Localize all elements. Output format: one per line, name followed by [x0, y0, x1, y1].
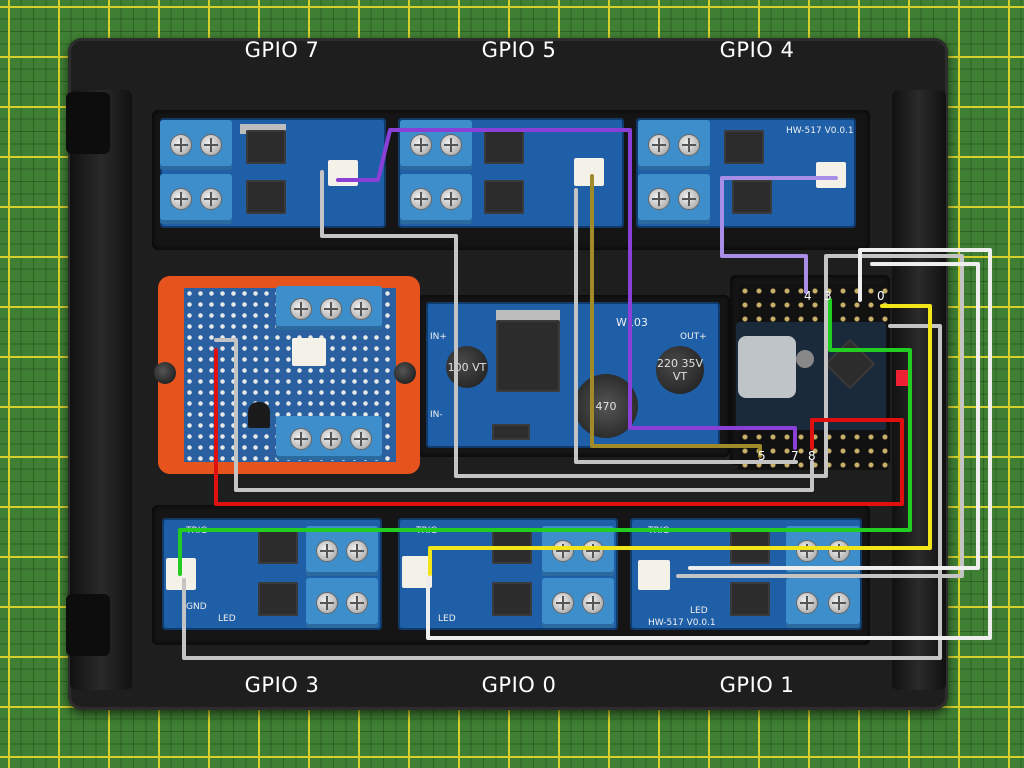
- mosfet-chip: [246, 180, 286, 214]
- mosfet-chip: [732, 180, 772, 214]
- left-rail: [70, 90, 132, 690]
- board-model-silk: HW-517 V0.0.1: [786, 126, 854, 136]
- capacitor-right: 220 35V VT: [656, 346, 704, 394]
- terminal-block: [160, 174, 232, 224]
- mosfet-chip: [724, 130, 764, 164]
- corner-clip-top-left: [66, 92, 110, 154]
- terminal-block: [276, 286, 382, 330]
- pin-header-bottom: [738, 430, 888, 470]
- mount-bolt: [394, 362, 416, 384]
- mosfet-board-top-1: [160, 118, 386, 228]
- button: [796, 350, 814, 368]
- mosfet-board-top-2: [398, 118, 624, 228]
- mosfet-board-bottom-3: TRIG LED HW-517 V0.0.1: [630, 518, 862, 630]
- mosfet-chip: [492, 582, 532, 616]
- gpio-label-bottom-3: GPIO 1: [719, 673, 795, 697]
- mosfet-board-top-3: HW-517 V0.0.1: [636, 118, 856, 228]
- gpio-label-top-3: GPIO 4: [719, 38, 795, 62]
- microcontroller-board: [736, 322, 908, 432]
- buck-converter-board: IN+ IN- OUT+ 100 VT W103 470 220 35V VT: [426, 302, 720, 448]
- trig-silk: TRIG: [416, 526, 438, 536]
- led-silk: LED: [690, 606, 708, 616]
- mosfet-chip: [258, 582, 298, 616]
- mosfet-chip: [484, 130, 524, 164]
- terminal-block: [306, 578, 378, 628]
- led-silk: LED: [218, 614, 236, 624]
- board-model-silk: HW-517 V0.0.1: [648, 618, 716, 628]
- jst-connector: [638, 560, 670, 590]
- buck-in-minus: IN-: [430, 410, 443, 420]
- jst-connector: [574, 158, 604, 186]
- mosfet-chip: [258, 530, 298, 564]
- mount-bolt: [154, 362, 176, 384]
- transistor: [248, 402, 270, 428]
- terminal-block: [638, 174, 710, 224]
- pin-header-top: [738, 284, 888, 324]
- mosfet-chip: [484, 180, 524, 214]
- buck-in-plus: IN+: [430, 332, 447, 342]
- mosfet-board-bottom-2: TRIG LED: [398, 518, 618, 630]
- gpio-label-bottom-2: GPIO 0: [481, 673, 557, 697]
- regulator-chip: [496, 320, 560, 392]
- jst-connector: [292, 338, 326, 366]
- mosfet-chip: [730, 582, 770, 616]
- trig-silk: TRIG: [648, 526, 670, 536]
- terminal-block: [786, 578, 860, 628]
- led-silk: LED: [438, 614, 456, 624]
- perfboard-holder: [158, 276, 420, 474]
- trig-silk: TRIG: [186, 526, 208, 536]
- mosfet-chip: [730, 530, 770, 564]
- trimmer-label: W103: [616, 316, 648, 329]
- gpio-label-top-2: GPIO 5: [481, 38, 557, 62]
- corner-clip-bottom-left: [66, 594, 110, 656]
- buck-out-plus: OUT+: [680, 332, 707, 342]
- gpio-label-top-1: GPIO 7: [244, 38, 320, 62]
- jst-connector: [402, 556, 432, 588]
- terminal-block: [786, 526, 860, 576]
- right-rail: [892, 90, 946, 690]
- terminal-block: [542, 578, 614, 628]
- led-indicator: [896, 370, 908, 386]
- terminal-block: [276, 416, 382, 460]
- terminal-block: [638, 120, 710, 170]
- terminal-block: [400, 120, 472, 170]
- inductor: 470: [574, 374, 638, 438]
- mosfet-board-bottom-1: TRIG GND LED: [162, 518, 382, 630]
- gnd-silk: GND: [186, 602, 207, 612]
- diode: [492, 424, 530, 440]
- gpio-label-bottom-1: GPIO 3: [244, 673, 320, 697]
- jst-connector: [816, 162, 846, 188]
- capacitor-left: 100 VT: [446, 346, 488, 388]
- mosfet-chip: [246, 130, 286, 164]
- terminal-block: [306, 526, 378, 576]
- jst-connector: [166, 558, 196, 590]
- terminal-block: [160, 120, 232, 170]
- terminal-block: [542, 526, 614, 576]
- mcu-chip: [824, 338, 876, 390]
- mosfet-chip: [492, 530, 532, 564]
- usb-c-connector: [738, 336, 796, 398]
- jst-connector: [328, 160, 358, 186]
- terminal-block: [400, 174, 472, 224]
